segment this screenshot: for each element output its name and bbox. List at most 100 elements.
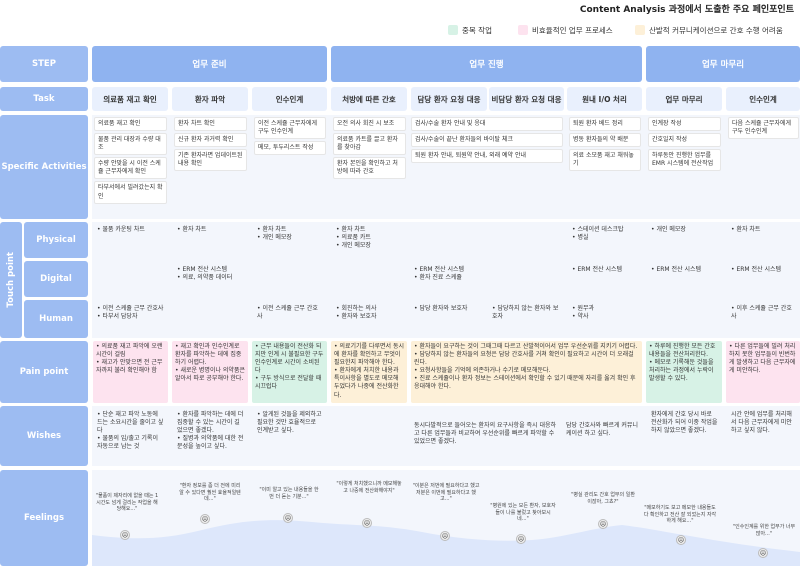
wish-1: • 환자를 파악하는 데에 더 집중할 수 있는 시간이 길었으면 좋겠다. •… <box>177 411 244 451</box>
human-3: • 회진하는 의사 • 환자와 보호자 <box>336 305 377 321</box>
human-4: • 담당 환자와 보호자 <box>414 305 468 312</box>
activity-card: 환자 본인을 확인하고 처방에 따라 간호 <box>333 157 406 180</box>
digital-1: • ERM 전산 시스템 • 의료, 의약품 데이터 <box>177 266 233 282</box>
pain-3: • 의료기기를 다루면서 동시에 환자를 확인하고 무엇이 필요한지 파악해야 … <box>331 341 407 403</box>
sad-face-icon: ☹ <box>200 514 210 524</box>
activity-card: 신규 환자 과거력 확인 <box>174 133 247 148</box>
physical-2: • 환자 차트 • 개인 메모장 <box>257 226 292 242</box>
sad-face-icon: ☹ <box>516 534 526 544</box>
physical-6: • 스테이션 데스크탑 • 병실 <box>572 226 624 242</box>
wish-4: 동시다발적으로 들어오는 환자의 요구사항을 즉시 대응하고 다른 업무들과 비… <box>414 422 557 446</box>
feeling-7: "메모하기도 보고 메모한 내용들도 다 확인하고 전산 잘 되었는지 자각하게… <box>643 505 717 524</box>
sad-face-icon: ☹ <box>758 548 768 558</box>
digital-4: • ERM 전산 시스템 • 환자 진료 스케쥴 <box>414 266 464 282</box>
row-header-wishes: Wishes <box>0 406 88 466</box>
activity-card: 검사/수술 환자 안내 및 응대 <box>411 117 563 132</box>
row-header-feelings: Feelings <box>0 470 88 566</box>
human-0: • 이전 스케쥴 근무 간호사 • 타부서 담당자 <box>97 305 164 321</box>
legend-swatch <box>635 25 645 35</box>
task-1: 환자 파악 <box>172 87 248 111</box>
activity-card: 메모, 투두리스트 작성 <box>254 141 326 156</box>
sad-face-icon: ☹ <box>676 535 686 545</box>
sad-face-icon: ☹ <box>120 530 130 540</box>
activities-col-3: 오전 의사 회진 시 보조 의료품 카트를 끌고 환자를 찾아감 환자 본인을 … <box>333 117 406 181</box>
wish-7: 환자에게 간호 당시 바로 전산화가 되어 이중 작업을 하지 않았으면 좋겠다… <box>651 411 718 435</box>
activity-card: 물품 관리 대장과 수량 대조 <box>94 133 167 156</box>
physical-0: • 물품 카운팅 차트 <box>97 226 145 233</box>
sad-face-icon: ☹ <box>440 531 450 541</box>
human-8: • 이후 스케쥴 근무 간호사 <box>731 305 792 321</box>
activity-card: 의료품 카트를 끌고 환자를 찾아감 <box>333 133 406 156</box>
legend-item-communication: 산발적 커뮤니케이션으로 간호 수행 어려움 <box>635 24 783 36</box>
step-prepare: 업무 준비 <box>92 46 327 82</box>
digital-6: • ERM 전산 시스템 <box>572 266 622 273</box>
physical-8: • 환자 차트 <box>731 226 761 233</box>
activity-card: 타부서에서 빌려갔는지 확인 <box>94 181 167 204</box>
task-6: 원내 I/O 처리 <box>567 87 642 111</box>
legend-label: 중복 작업 <box>462 25 492 35</box>
activity-card: 이전 스케쥴 근무자에게 구두 인수인계 <box>254 117 326 140</box>
task-7: 업무 마무리 <box>646 87 722 111</box>
task-0: 의료품 재고 확인 <box>92 87 168 111</box>
activities-col-6: 퇴원 환자 베드 정리 병동 환자들의 약 배분 의료 소모품 재고 채워놓기 <box>569 117 641 173</box>
feelings-area <box>92 520 800 566</box>
activity-card: 퇴원 환자 베드 정리 <box>569 117 641 132</box>
activities-col-4: 검사/수술 환자 안내 및 응대 검사/수술이 끝난 환자들의 바이탈 체크 퇴… <box>411 117 563 165</box>
legend-item-inefficient: 비효율적인 업무 프로세스 <box>518 24 613 36</box>
legend-swatch <box>448 25 458 35</box>
activity-card: 하루동안 진행한 업무를 EMR 시스템에 전산작업 <box>648 149 721 172</box>
feeling-3: "이렇게 처치했으니까 메모해놓고 나중에 전산화해야지" <box>336 481 402 494</box>
legend-label: 비효율적인 업무 프로세스 <box>532 25 613 35</box>
wish-2: • 알게된 것들을 제외하고 필요한 것만 효율적으로 인계받고 싶다. <box>257 411 322 435</box>
activity-card: 오전 의사 회진 시 보조 <box>333 117 406 132</box>
row-header-physical: Physical <box>24 222 88 258</box>
row-header-specific: Specific Activities <box>0 115 88 219</box>
activities-col-7: 인계장 작성 간호일지 작성 하루동안 진행한 업무를 EMR 시스템에 전산작… <box>648 117 721 173</box>
activity-card: 환자 차트 확인 <box>174 117 247 132</box>
physical-1: • 환자 차트 <box>177 226 207 233</box>
activity-card: 수량 안맞을 시 이전 스케쥴 근무자에게 확인 <box>94 157 167 180</box>
feeling-0: "물품이 제자리에 없을 때는 1시간도 넘게 걸리는 작업을 해당해요..." <box>95 493 159 512</box>
human-5: • 담당하지 않는 환자와 보호자 <box>492 305 559 321</box>
row-header-human: Human <box>24 300 88 338</box>
activity-card: 의료품 재고 확인 <box>94 117 167 132</box>
pain-2: • 근무 내용들이 전산화 되지만 인계 시 불필요한 구두 인수인계로 시간이… <box>252 341 327 403</box>
physical-3: • 환자 차트 • 의료품 카트 • 개인 메모장 <box>336 226 371 250</box>
activity-card: 병동 환자들의 약 배분 <box>569 133 641 148</box>
activities-col-2: 이전 스케쥴 근무자에게 구두 인수인계 메모, 투두리스트 작성 <box>254 117 326 157</box>
feeling-8: "인수인계를 위한 업무가 너무 많아..." <box>732 524 796 537</box>
activities-col-0: 의료품 재고 확인 물품 관리 대장과 수량 대조 수량 안맞을 시 이전 스케… <box>94 117 167 206</box>
neutral-face-icon: ☹ <box>598 519 608 529</box>
digital-7: • ERM 전산 시스템 <box>651 266 701 273</box>
feeling-5: "병원에 있는 모든 환자, 보호자들이 나를 불렀고 찾아보시네..." <box>490 503 556 522</box>
feeling-2: "이미 알고 있는 내용들을 한번 더 듣는 기분..." <box>259 487 319 500</box>
pain-0: • 의료품 재고 파악에 오랜 시간이 걸림 • 재고가 안맞으면 전 근무자까… <box>93 341 168 403</box>
human-6: • 원무과 • 약사 <box>572 305 595 321</box>
digital-8: • ERM 전산 시스템 <box>731 266 781 273</box>
activity-card: 간호일지 작성 <box>648 133 721 148</box>
pain-1: • 재고 확인과 인수인계로 환자를 파악하는 데에 집중하기 어렵다. • 새… <box>172 341 248 403</box>
step-progress: 업무 진행 <box>331 46 642 82</box>
feeling-6: "병실 관리도 간호 업무의 일환이잖아, 그쵸?" <box>571 492 635 505</box>
pain-4: • 환자들이 요구하는 것이 그때그때 다르고 산발적이어서 업무 우선순위를 … <box>411 341 642 403</box>
row-header-step: STEP <box>0 46 88 82</box>
activities-col-1: 환자 차트 확인 신규 환자 과거력 확인 기존 환자라면 업데이트된 내용 확… <box>174 117 247 173</box>
task-8: 인수인계 <box>726 87 800 111</box>
legend-item-duplicate: 중복 작업 <box>448 24 492 36</box>
feelings-curve <box>92 520 800 566</box>
row-header-task: Task <box>0 87 88 111</box>
touchpoint-label: Touch point <box>6 252 16 308</box>
legend-label: 산발적 커뮤니케이션으로 간호 수행 어려움 <box>649 25 783 35</box>
task-3: 처방에 따른 간호 <box>331 87 407 111</box>
activity-card: 기존 환자라면 업데이트된 내용 확인 <box>174 149 247 172</box>
wish-5: 담당 간호사와 빠르게 커뮤니케이션 하고 싶다. <box>566 422 638 438</box>
step-finish: 업무 마무리 <box>646 46 800 82</box>
human-2: • 이전 스케쥴 근무 간호사 <box>257 305 318 321</box>
row-header-touchpoint: Touch point <box>0 222 22 338</box>
task-2: 인수인계 <box>252 87 327 111</box>
wish-0: • 단순 재고 파악 노동에 드는 소요시간을 줄이고 싶다 • 물품의 입/출… <box>97 411 164 451</box>
pain-8: • 다른 업무들에 밀려 처리하지 못한 업무들이 빈번하게 발생하고 다음 근… <box>726 341 800 403</box>
neutral-face-icon: ☹ <box>283 513 293 523</box>
row-header-pain: Pain point <box>0 341 88 403</box>
task-5: 비담당 환자 요청 대응 <box>489 87 564 111</box>
